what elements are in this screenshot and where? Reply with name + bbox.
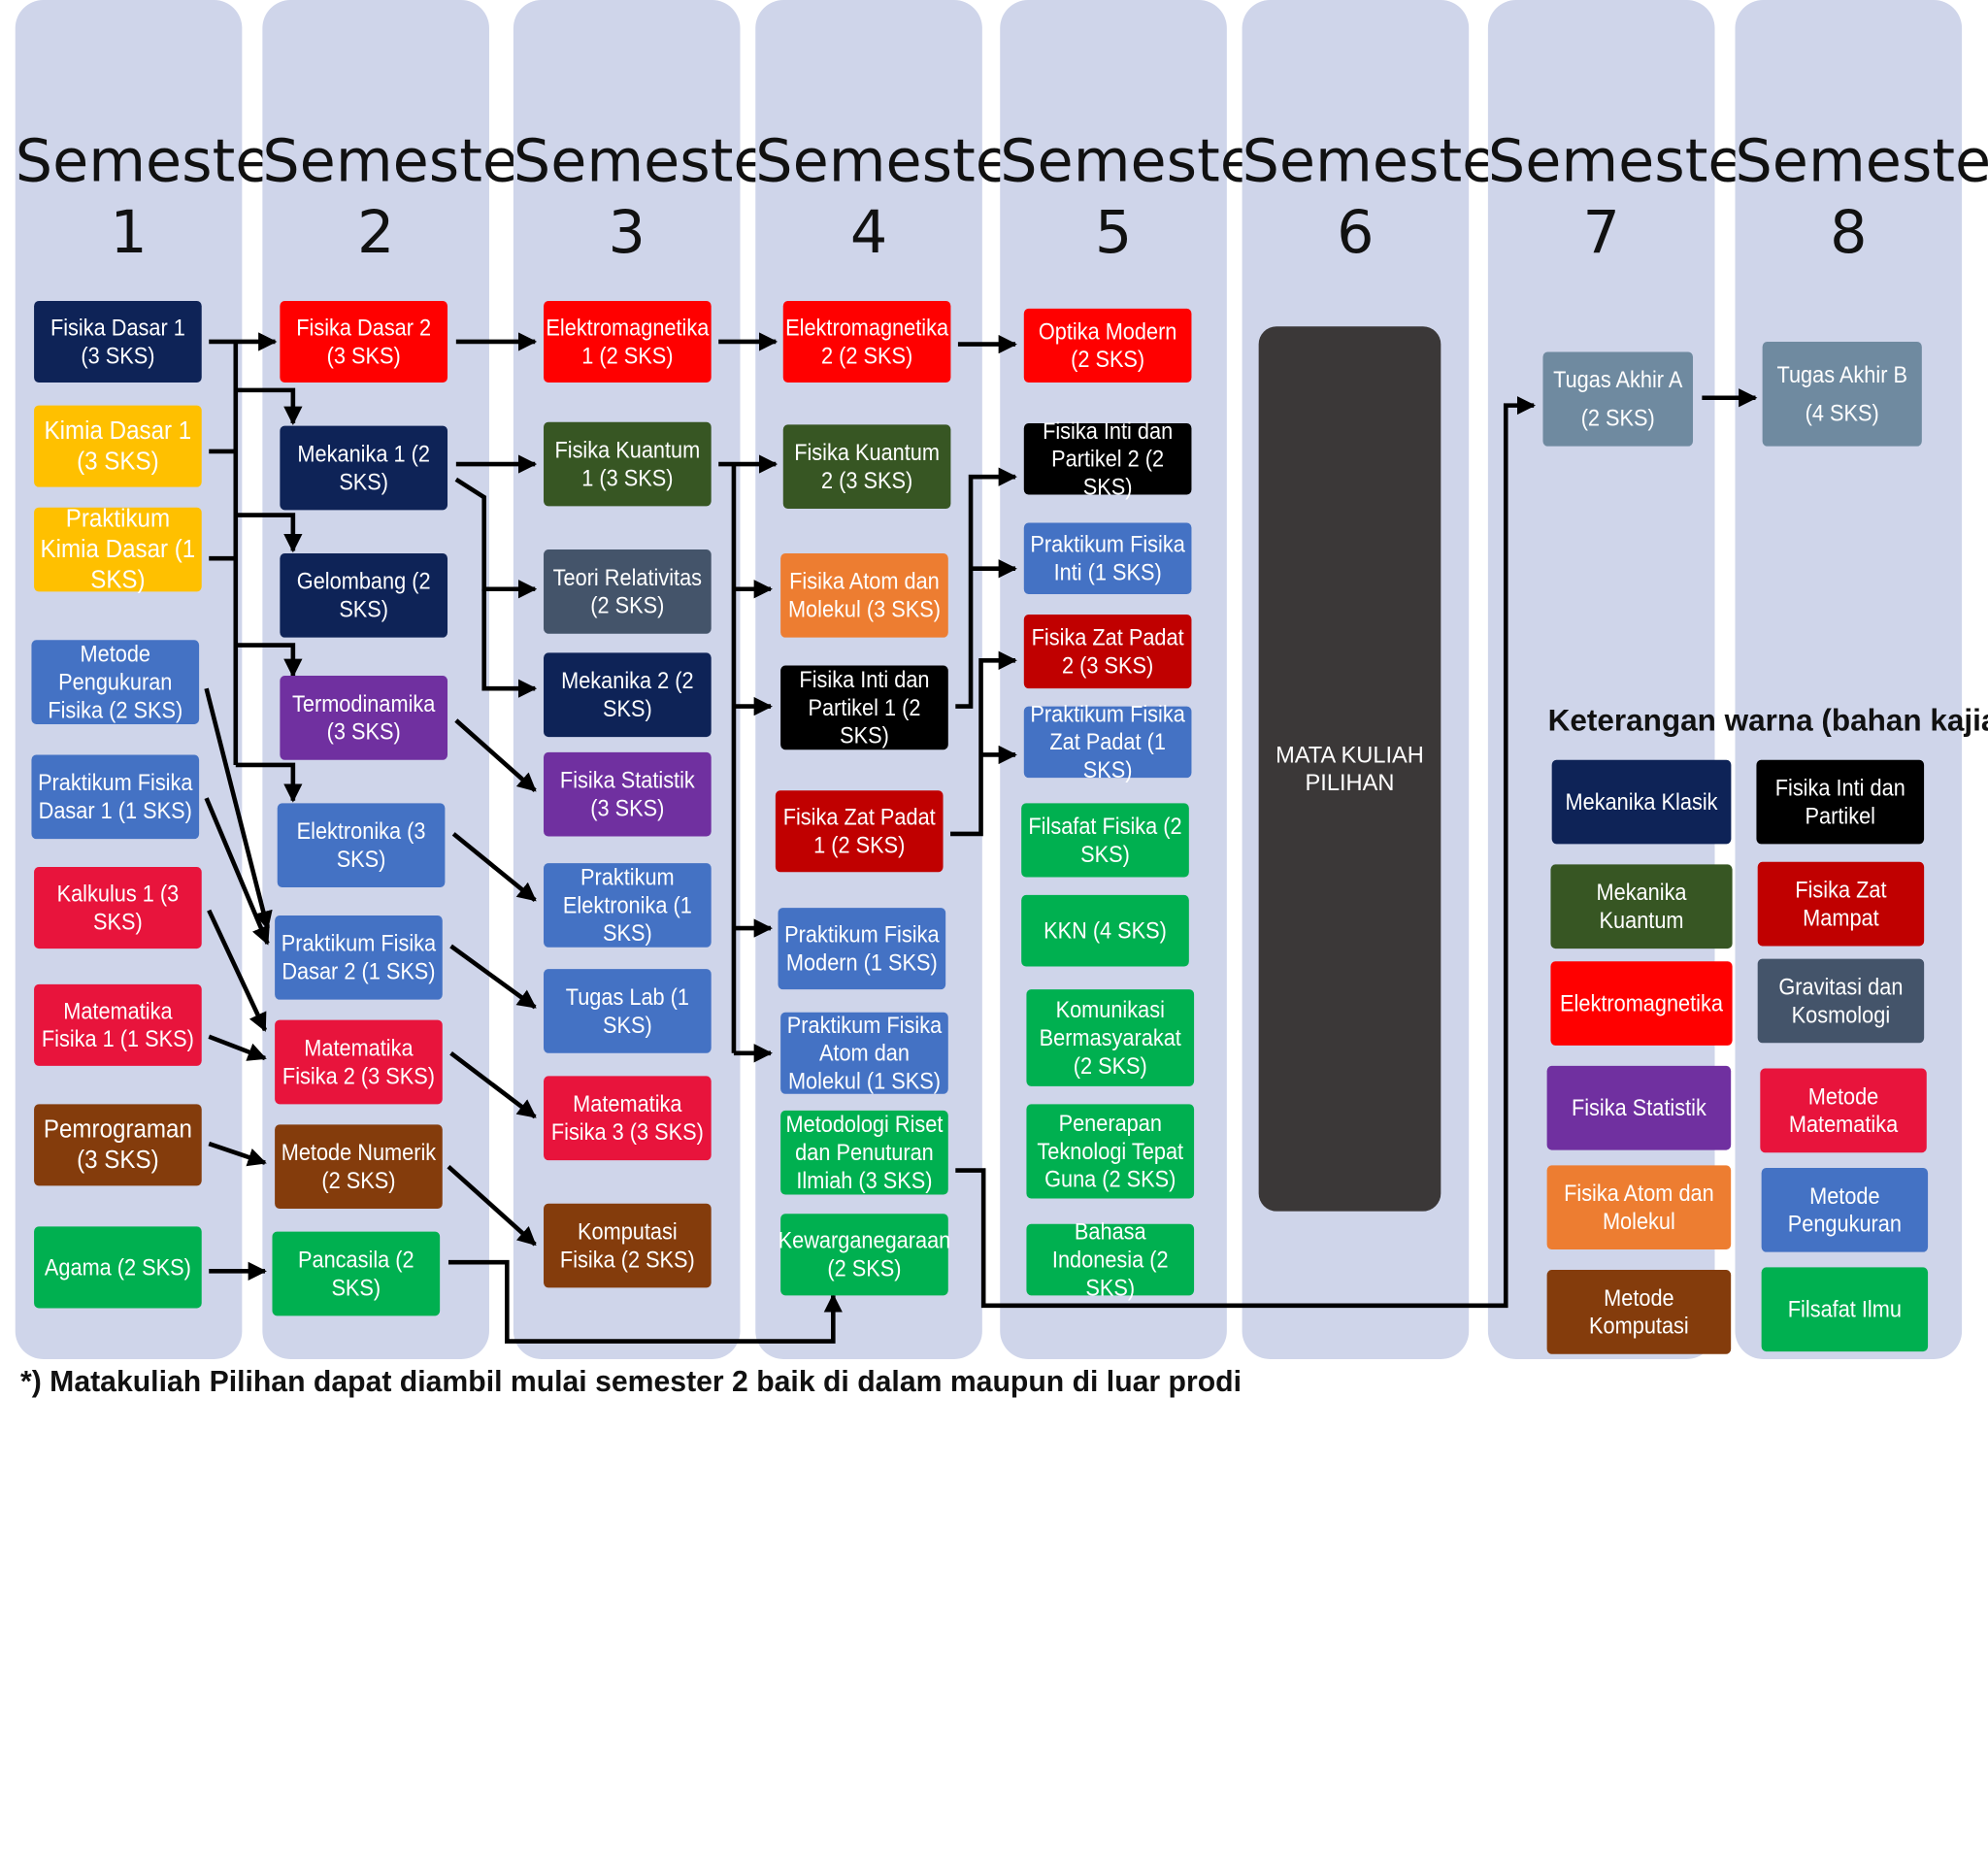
course-box[interactable]: Fisika Zat Padat 2 (3 SKS) bbox=[1023, 615, 1192, 689]
course-box[interactable]: Tugas Akhir B (4 SKS) bbox=[1762, 341, 1922, 447]
course-box[interactable]: Fisika Inti dan Partikel 2 (2 SKS) bbox=[1023, 418, 1192, 500]
course-box[interactable]: KKN (4 SKS) bbox=[1021, 894, 1189, 967]
course-box[interactable]: Pemrograman (3 SKS) bbox=[34, 1104, 202, 1186]
legend-item: Fisika Inti dan Partikel bbox=[1756, 759, 1925, 845]
course-box[interactable]: Elektronika (3 SKS) bbox=[277, 803, 446, 888]
course-box[interactable]: Bahasa Indonesia (2 SKS) bbox=[1026, 1219, 1195, 1301]
course-box[interactable]: Agama (2 SKS) bbox=[34, 1226, 202, 1309]
course-box[interactable]: Metode Pengukuran Fisika (2 SKS) bbox=[31, 640, 200, 724]
course-box[interactable]: Fisika Kuantum 2 (3 SKS) bbox=[782, 424, 951, 510]
course-box[interactable]: Praktikum Fisika Atom dan Molekul (1 SKS… bbox=[780, 1012, 948, 1094]
course-box[interactable]: Matematika Fisika 2 (3 SKS) bbox=[275, 1019, 443, 1105]
legend-item: Elektromagnetika bbox=[1550, 961, 1733, 1046]
course-box[interactable]: Komputasi Fisika (2 SKS) bbox=[544, 1203, 712, 1288]
legend-item: Metode Komputasi bbox=[1546, 1270, 1732, 1354]
course-box[interactable]: Fisika Statistik (3 SKS) bbox=[544, 751, 712, 837]
course-box[interactable]: Praktikum Fisika Zat Padat (1 SKS) bbox=[1023, 701, 1192, 782]
course-box[interactable]: Matematika Fisika 1 (1 SKS) bbox=[34, 983, 202, 1066]
course-box[interactable]: Praktikum Fisika Modern (1 SKS) bbox=[778, 908, 946, 990]
course-box[interactable]: Elektromagnetika 2 (2 SKS) bbox=[782, 300, 951, 383]
course-box[interactable]: Metode Numerik (2 SKS) bbox=[275, 1124, 443, 1210]
legend-item: Gravitasi dan Kosmologi bbox=[1757, 958, 1925, 1044]
course-box[interactable]: Termodinamika (3 SKS) bbox=[280, 676, 448, 760]
course-box[interactable]: Praktikum Fisika Dasar 1 (1 SKS) bbox=[31, 754, 200, 840]
legend-item: Fisika Zat Mampat bbox=[1757, 861, 1925, 947]
course-box[interactable]: Pancasila (2 SKS) bbox=[272, 1231, 441, 1316]
course-box[interactable]: Mekanika 1 (2 SKS) bbox=[280, 425, 448, 511]
course-box[interactable]: Fisika Dasar 1 (3 SKS) bbox=[34, 300, 202, 383]
course-box[interactable]: Praktikum Fisika Inti (1 SKS) bbox=[1023, 522, 1192, 594]
footnote: *) Matakuliah Pilihan dapat diambil mula… bbox=[19, 1364, 1242, 1398]
elective-courses-block[interactable]: MATA KULIAH PILIHAN bbox=[1258, 326, 1441, 1212]
legend-item: Mekanika Kuantum bbox=[1550, 864, 1733, 949]
legend-item: Mekanika Klasik bbox=[1551, 759, 1732, 845]
course-box[interactable]: Optika Modern (2 SKS) bbox=[1023, 308, 1192, 383]
course-box[interactable]: Kalkulus 1 (3 SKS) bbox=[34, 867, 202, 949]
course-box[interactable]: Elektromagnetika 1 (2 SKS) bbox=[544, 300, 712, 383]
course-box[interactable]: Filsafat Fisika (2 SKS) bbox=[1021, 803, 1189, 878]
course-box[interactable]: Tugas Akhir A (2 SKS) bbox=[1542, 351, 1694, 447]
course-box[interactable]: Fisika Dasar 2 (3 SKS) bbox=[280, 300, 448, 383]
course-box[interactable]: Kewarganegaraan (2 SKS) bbox=[779, 1214, 950, 1296]
legend-item: Filsafat Ilmu bbox=[1761, 1267, 1929, 1352]
course-box[interactable]: Fisika Atom dan Molekul (3 SKS) bbox=[780, 552, 948, 638]
legend-item: Fisika Atom dan Molekul bbox=[1546, 1165, 1732, 1250]
course-box[interactable]: Fisika Zat Padat 1 (2 SKS) bbox=[775, 790, 944, 873]
course-box[interactable]: Tugas Lab (1 SKS) bbox=[544, 969, 712, 1053]
course-box[interactable]: Praktikum Elektronika (1 SKS) bbox=[544, 863, 712, 948]
course-box[interactable]: Teori Relativitas (2 SKS) bbox=[544, 549, 712, 634]
course-box[interactable]: Gelombang (2 SKS) bbox=[280, 552, 448, 638]
course-box[interactable]: Praktikum Kimia Dasar (1 SKS) bbox=[34, 505, 202, 594]
course-box[interactable]: Penerapan Teknologi Tepat Guna (2 SKS) bbox=[1026, 1104, 1195, 1199]
course-box[interactable]: Kimia Dasar 1 (3 SKS) bbox=[34, 405, 202, 487]
course-box[interactable]: Fisika Inti dan Partikel 1 (2 SKS) bbox=[780, 665, 948, 750]
course-box[interactable]: Matematika Fisika 3 (3 SKS) bbox=[544, 1076, 712, 1161]
course-box[interactable]: Metodologi Riset dan Penuturan Ilmiah (3… bbox=[780, 1110, 948, 1195]
course-box[interactable]: Mekanika 2 (2 SKS) bbox=[544, 652, 712, 738]
legend-item: Fisika Statistik bbox=[1546, 1065, 1732, 1150]
course-box[interactable]: Praktikum Fisika Dasar 2 (1 SKS) bbox=[275, 915, 443, 1000]
legend-item: Metode Pengukuran bbox=[1761, 1167, 1929, 1252]
legend-title: Keterangan warna (bahan kajian) bbox=[1547, 703, 1988, 739]
course-box[interactable]: Komunikasi Bermasyarakat (2 SKS) bbox=[1026, 989, 1195, 1086]
legend-item: Metode Matematika bbox=[1760, 1068, 1927, 1153]
course-box[interactable]: Fisika Kuantum 1 (3 SKS) bbox=[544, 421, 712, 507]
